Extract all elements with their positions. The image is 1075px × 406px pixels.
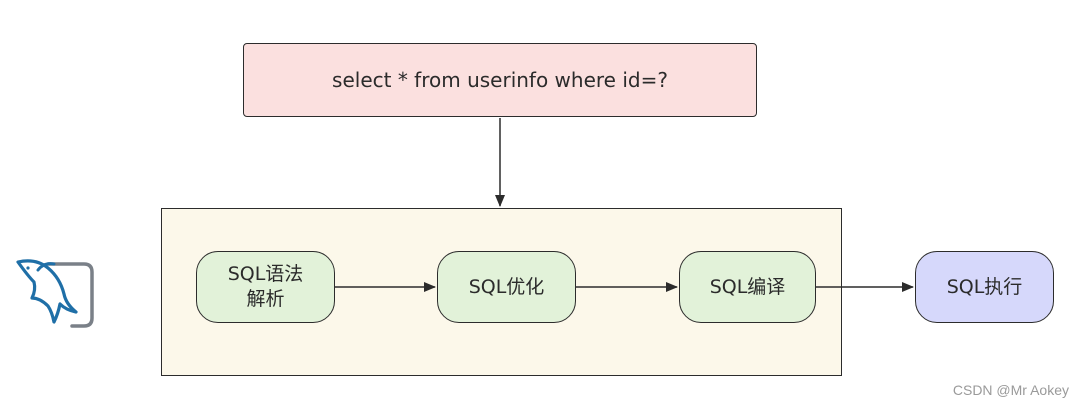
query-statement-box: select * from userinfo where id=? <box>243 43 757 117</box>
step-sql-optimize: SQL优化 <box>437 251 576 323</box>
step-sql-parse: SQL语法 解析 <box>196 251 335 323</box>
query-statement-text: select * from userinfo where id=? <box>332 68 668 92</box>
mysql-dolphin-icon <box>16 259 94 328</box>
watermark-text: CSDN @Mr Aokey <box>952 382 1069 398</box>
step-sql-execute: SQL执行 <box>915 251 1054 323</box>
step-sql-compile: SQL编译 <box>679 251 816 323</box>
